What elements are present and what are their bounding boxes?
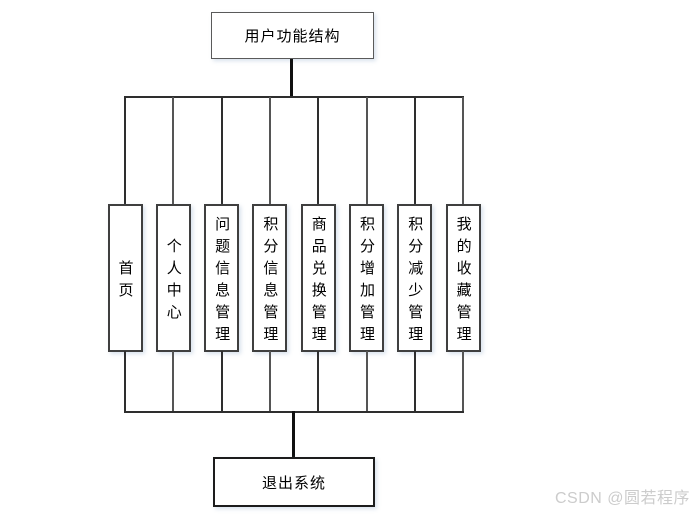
leaf-node-label: 商品兑换管理 — [309, 215, 327, 348]
leaf-node-box: 积分信息管理 — [252, 204, 288, 352]
exit-node-box: 退出系统 — [213, 457, 375, 507]
exit-node-label: 退出系统 — [261, 474, 326, 492]
leaf-node-box: 问题信息管理 — [204, 204, 240, 352]
connector-drop-bottom — [317, 351, 320, 412]
connector-drop-top — [462, 97, 465, 205]
leaf-node-box: 积分增加管理 — [349, 204, 384, 352]
connector-drop-bottom — [124, 351, 126, 412]
root-node-box: 用户功能结构 — [211, 12, 374, 59]
connector-drop-top — [365, 97, 368, 205]
leaf-node-label: 积分信息管理 — [261, 215, 279, 348]
connector-drop-bottom — [365, 351, 368, 412]
root-node-label: 用户功能结构 — [244, 28, 341, 45]
connector-drop-top — [413, 97, 416, 205]
connector-root-stub — [290, 59, 293, 98]
connector-drop-top — [172, 97, 175, 205]
connector-drop-top — [124, 97, 126, 205]
connector-drop-bottom — [462, 351, 465, 412]
leaf-node-box: 首页 — [107, 204, 143, 352]
leaf-node-label: 积分增加管理 — [358, 215, 375, 348]
leaf-node-label: 问题信息管理 — [213, 215, 231, 348]
connector-drop-bottom — [220, 351, 223, 412]
connector-drop-top — [268, 97, 271, 205]
leaf-node-box: 商品兑换管理 — [300, 204, 336, 352]
connector-drop-bottom — [268, 351, 271, 412]
leaf-node-box: 我的收藏管理 — [445, 204, 481, 352]
connector-drop-top — [317, 97, 320, 205]
watermark-text: CSDN @圆若程序 — [554, 490, 690, 507]
leaf-node-label: 我的收藏管理 — [454, 215, 472, 348]
leaf-node-label: 个人中心 — [164, 237, 182, 326]
connector-drop-top — [220, 97, 223, 205]
leaf-node-box: 个人中心 — [155, 204, 191, 352]
connector-drop-bottom — [172, 351, 175, 412]
leaf-node-label: 首页 — [116, 259, 134, 304]
leaf-node-box: 积分减少管理 — [397, 204, 433, 352]
connector-top-rail — [124, 96, 464, 98]
connector-drop-bottom — [413, 351, 416, 412]
connector-exit-stub — [292, 411, 295, 457]
leaf-node-label: 积分减少管理 — [406, 215, 424, 348]
